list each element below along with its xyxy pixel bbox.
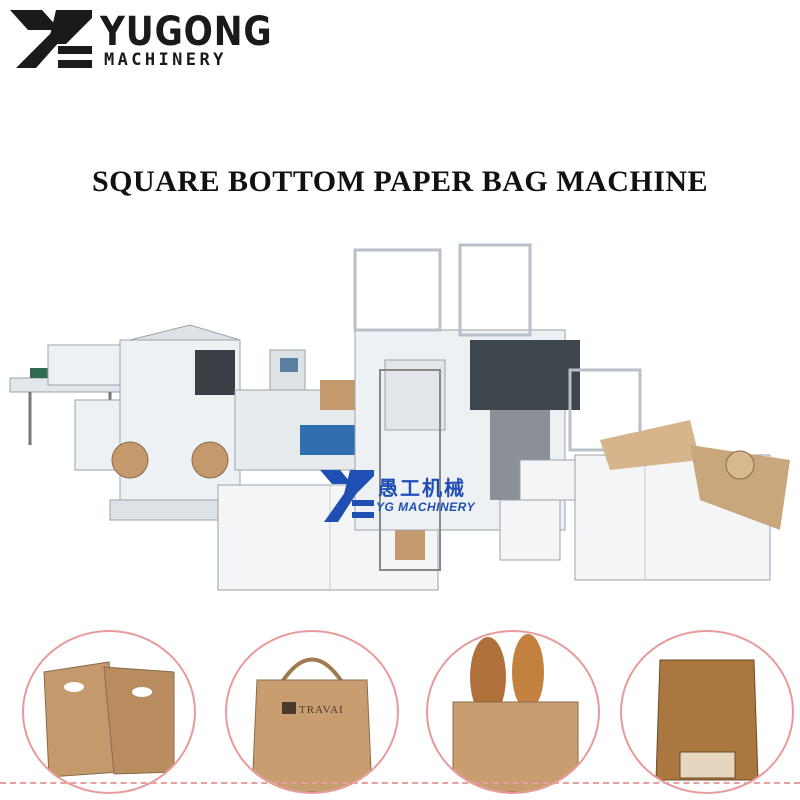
yugong-logo-icon	[10, 10, 92, 68]
handle-bag-icon	[251, 657, 373, 792]
watermark-english-text: YG MACHINERY	[376, 500, 476, 514]
page-title: SQUARE BOTTOM PAPER BAG MACHINE	[91, 165, 709, 198]
logo-brand-text: YUGONG	[100, 9, 273, 55]
watermark-chinese-text: 愚工机械	[378, 476, 466, 500]
bag-print-text: TRAVAI	[299, 704, 344, 716]
product-photo-window-bag	[620, 630, 794, 794]
paper-bag-machine-image	[9, 243, 790, 591]
dashed-divider	[0, 782, 800, 784]
kraft-bag-icon	[43, 661, 175, 778]
window-bag-icon	[655, 659, 759, 781]
brand-logo: YUGONG MACHINERY	[8, 8, 272, 70]
bread-bag-icon	[452, 634, 579, 792]
product-photo-twisted-handle-bag: TRAVAI	[225, 630, 399, 794]
product-photo-bread-bag	[426, 630, 600, 794]
brand-watermark: 愚工机械 YG MACHINERY	[318, 468, 518, 528]
yg-watermark-icon	[320, 470, 374, 522]
logo-tagline: MACHINERY	[104, 50, 227, 70]
product-photo-handle-bags	[22, 630, 196, 794]
